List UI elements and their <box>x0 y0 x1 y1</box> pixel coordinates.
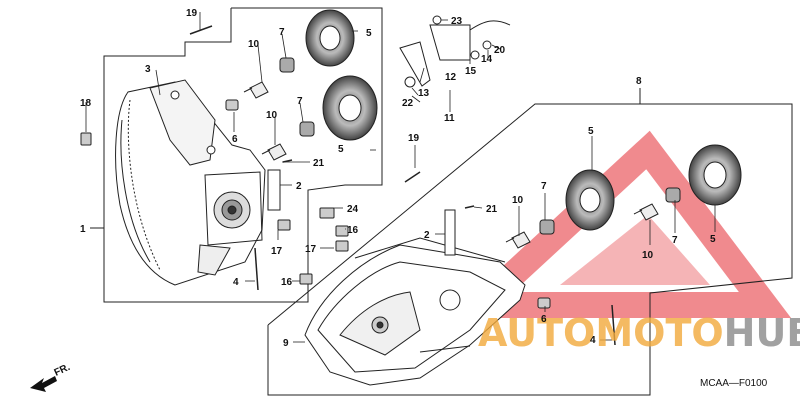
callout-19: 19 <box>186 8 198 19</box>
watermark-text-auto: AUTO <box>478 311 595 355</box>
callout-13: 13 <box>418 88 430 99</box>
front-direction-label: FR. <box>53 362 72 379</box>
diagram-code: MCAA—F0100 <box>700 378 768 389</box>
callout-10: 10 <box>248 39 260 50</box>
callout-15: 15 <box>465 66 477 77</box>
callout-6: 6 <box>232 134 238 145</box>
left-headlight-housing <box>115 79 266 286</box>
watermark-logo <box>446 130 792 318</box>
callout-4: 4 <box>233 277 239 288</box>
leader-lines <box>85 12 716 343</box>
dust-cover-right-a <box>565 169 615 231</box>
callout-10: 10 <box>512 195 524 206</box>
callout-7: 7 <box>279 27 285 38</box>
callout-5: 5 <box>338 144 344 155</box>
watermark-triangle-inner <box>560 215 710 285</box>
callout-22: 22 <box>402 98 414 109</box>
screw-icon <box>189 25 616 346</box>
callout-7: 7 <box>297 96 303 107</box>
watermark-triangle <box>446 130 792 318</box>
dust-cover-mid-left <box>322 75 378 141</box>
callout-6: 6 <box>541 314 547 325</box>
callout-7: 7 <box>541 181 547 192</box>
callout-21: 21 <box>313 158 325 169</box>
callout-18: 18 <box>80 98 92 109</box>
watermark-text: AUTOMOTOHUB <box>478 311 800 355</box>
bracket-icon <box>267 41 456 256</box>
socket-icon <box>279 57 681 235</box>
dust-cover-top-left <box>305 9 355 67</box>
callout-2: 2 <box>296 181 302 192</box>
left-assembly-frame <box>90 7 383 303</box>
callout-4: 4 <box>590 335 596 346</box>
callout-labels: 1 2 2 3 4 4 5 5 5 5 6 6 7 7 7 7 8 9 10 1… <box>80 8 716 349</box>
watermark-text-moto: MOTO <box>595 311 723 355</box>
callout-10: 10 <box>642 250 654 261</box>
callout-5: 5 <box>588 126 594 137</box>
callout-16: 16 <box>281 277 293 288</box>
callout-21: 21 <box>486 204 498 215</box>
callout-24: 24 <box>347 204 359 215</box>
front-direction-arrow: FR. <box>30 362 72 392</box>
callout-9: 9 <box>283 338 289 349</box>
wiring-harness-icon <box>404 15 511 88</box>
watermark-text-hub: HUB <box>724 311 800 355</box>
callout-3: 3 <box>145 64 151 75</box>
callout-5: 5 <box>710 234 716 245</box>
callout-20: 20 <box>494 45 506 56</box>
bulb-icon <box>243 81 659 249</box>
callout-17: 17 <box>271 246 283 257</box>
right-headlight-housing <box>304 237 526 386</box>
callout-11: 11 <box>444 113 455 124</box>
callout-19: 19 <box>408 133 420 144</box>
callout-10: 10 <box>266 110 278 121</box>
callout-14: 14 <box>481 54 493 65</box>
callout-1: 1 <box>80 224 86 235</box>
callout-7: 7 <box>672 235 678 246</box>
right-assembly-frame <box>267 88 793 396</box>
callout-16: 16 <box>347 225 359 236</box>
callout-5: 5 <box>366 28 372 39</box>
callout-12: 12 <box>445 72 457 83</box>
callout-17: 17 <box>305 244 317 255</box>
callout-23: 23 <box>451 16 463 27</box>
grommet-icon <box>80 99 551 309</box>
callout-8: 8 <box>636 76 642 87</box>
dust-cover-right-b <box>688 144 742 206</box>
callout-2: 2 <box>424 230 430 241</box>
